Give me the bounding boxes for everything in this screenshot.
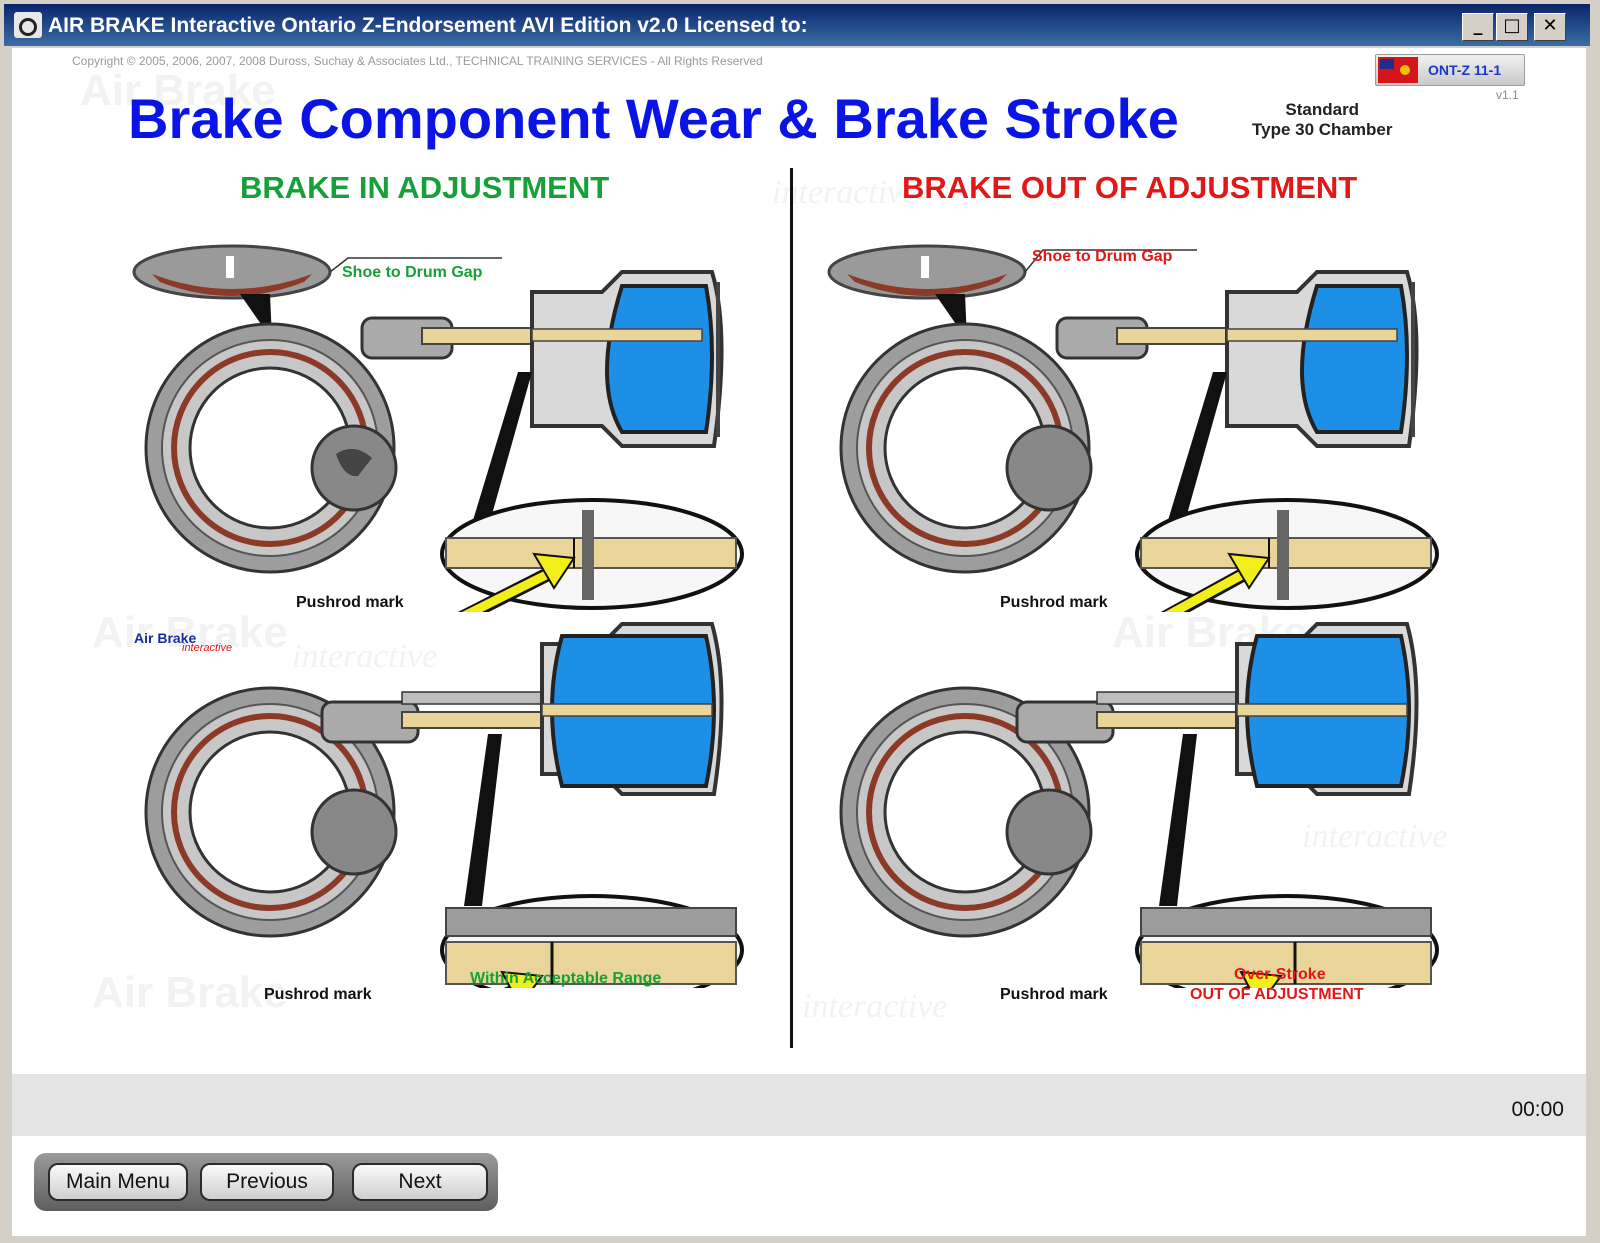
- chamber-type: Standard Type 30 Chamber: [1252, 100, 1392, 140]
- window-title: AIR BRAKE Interactive Ontario Z-Endorsem…: [48, 14, 808, 37]
- version-label: v1.1: [1496, 88, 1519, 102]
- center-divider: [790, 168, 793, 1048]
- title-bar[interactable]: AIR BRAKE Interactive Ontario Z-Endorsem…: [4, 4, 1590, 46]
- main-menu-button[interactable]: Main Menu: [48, 1163, 188, 1201]
- ontario-flag-icon: [1378, 57, 1418, 83]
- brake-diagram-in-adjustment-applied: [122, 608, 762, 988]
- next-button[interactable]: Next: [352, 1163, 488, 1201]
- previous-button[interactable]: Previous: [200, 1163, 334, 1201]
- app-icon[interactable]: [14, 12, 42, 38]
- pushrod-mark-label: Pushrod mark: [1000, 594, 1108, 611]
- brake-diagram-out-of-adjustment-applied: [817, 608, 1457, 988]
- chamber-line-2: Type 30 Chamber: [1252, 120, 1393, 139]
- maximize-button[interactable]: □: [1496, 13, 1528, 41]
- pushrod-mark-label: Pushrod mark: [264, 986, 372, 1003]
- status-bar: 00:00: [12, 1074, 1586, 1136]
- air-brake-logo-subtext: interactive: [182, 642, 233, 654]
- section-title-in-adjustment: BRAKE IN ADJUSTMENT: [240, 170, 610, 205]
- close-button[interactable]: ✕: [1534, 13, 1566, 41]
- module-badge: ONT-Z 11-1: [1375, 54, 1525, 86]
- watermark-text: interactive: [292, 638, 438, 675]
- over-stroke-label: Over-Stroke: [1234, 966, 1326, 983]
- copyright-notice: Copyright © 2005, 2006, 2007, 2008 Duros…: [72, 54, 763, 68]
- pushrod-mark-label: Pushrod mark: [296, 594, 404, 611]
- page-title: Brake Component Wear & Brake Stroke: [128, 87, 1179, 150]
- slide-content: Air Brake interactive Air Brake interact…: [12, 48, 1586, 1074]
- brake-diagram-out-of-adjustment-released: [817, 232, 1457, 612]
- watermark-text: Air Brake: [92, 968, 288, 1017]
- watermark-text: Air Brake: [80, 66, 276, 115]
- shoe-to-drum-gap-label: Shoe to Drum Gap: [342, 264, 483, 281]
- navigation-area: Main Menu Previous Next: [12, 1136, 1586, 1236]
- watermark-text: Air Brake: [92, 608, 288, 657]
- brake-diagram-in-adjustment-released: [122, 232, 762, 612]
- minimize-button[interactable]: _: [1462, 13, 1494, 41]
- shoe-to-drum-gap-label: Shoe to Drum Gap: [1032, 248, 1173, 265]
- chamber-line-1: Standard: [1285, 100, 1360, 119]
- within-range-label: Within Acceptable Range: [470, 970, 662, 987]
- out-of-adjustment-label: OUT OF ADJUSTMENT: [1190, 986, 1364, 1003]
- watermark-text: interactive: [802, 988, 948, 1025]
- section-title-out-of-adjustment: BRAKE OUT OF ADJUSTMENT: [902, 170, 1358, 205]
- air-brake-logo-text: Air Brake: [134, 630, 197, 646]
- pushrod-mark-label: Pushrod mark: [1000, 986, 1108, 1003]
- navigation-bar: Main Menu Previous Next: [34, 1153, 498, 1211]
- module-code: ONT-Z 11-1: [1428, 62, 1502, 78]
- watermark-text: interactive: [772, 174, 918, 211]
- playback-timer: 00:00: [1511, 1098, 1564, 1121]
- watermark-text: interactive: [1302, 818, 1448, 855]
